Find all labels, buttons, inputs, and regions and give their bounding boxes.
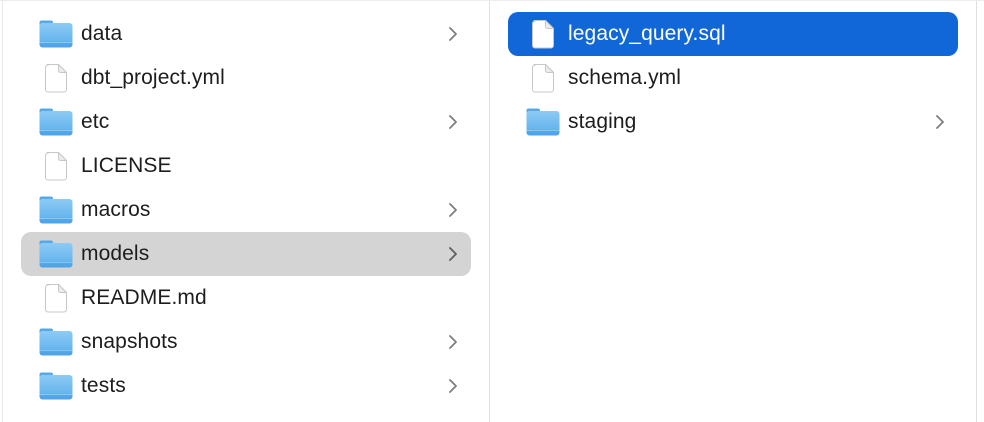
folder-icon [39,20,72,48]
folder-icon [39,240,72,268]
icon-slot [524,63,561,93]
file-name-label: macros [81,198,151,221]
icon-slot [37,328,74,356]
icon-slot [37,108,74,136]
folder-row[interactable]: staging [508,100,958,144]
folder-icon [526,108,559,136]
file-name-label: dbt_project.yml [81,66,225,89]
icon-slot [524,108,561,136]
file-name-label: etc [81,110,110,133]
file-name-label: models [81,242,150,265]
icon-slot [37,283,74,313]
chevron-right-icon [447,201,459,219]
folder-icon [39,196,72,224]
folder-row[interactable]: tests [21,364,471,408]
icon-slot [37,196,74,224]
icon-slot [37,63,74,93]
document-icon [532,19,554,48]
folder-row[interactable]: snapshots [21,320,471,364]
file-row[interactable]: LICENSE [21,144,471,188]
folder-row[interactable]: models [21,232,471,276]
file-row[interactable]: dbt_project.yml [21,56,471,100]
document-icon [45,283,67,312]
icon-slot [37,372,74,400]
file-name-label: legacy_query.sql [568,22,726,45]
folder-icon [39,328,72,356]
finder-column-left: data dbt_project.yml etc LICENSE [3,1,490,422]
document-icon [532,63,554,92]
folder-icon [39,108,72,136]
folder-row[interactable]: data [21,12,471,56]
folder-row[interactable]: macros [21,188,471,232]
file-name-label: data [81,22,123,45]
folder-icon [39,372,72,400]
document-icon [45,151,67,180]
finder-column-right: legacy_query.sql schema.yml staging [490,1,977,422]
file-name-label: README.md [81,286,207,309]
document-icon [45,63,67,92]
file-name-label: snapshots [81,330,178,353]
file-name-label: schema.yml [568,66,682,89]
icon-slot [524,19,561,49]
file-name-label: staging [568,110,637,133]
file-row[interactable]: legacy_query.sql [508,12,958,56]
file-name-label: LICENSE [81,154,172,177]
window-left-edge [2,1,3,422]
file-name-label: tests [81,374,126,397]
icon-slot [37,151,74,181]
file-row[interactable]: README.md [21,276,471,320]
chevron-right-icon [447,25,459,43]
chevron-right-icon [934,113,946,131]
icon-slot [37,240,74,268]
file-row[interactable]: schema.yml [508,56,958,100]
folder-row[interactable]: etc [21,100,471,144]
chevron-right-icon [447,333,459,351]
chevron-right-icon [447,245,459,263]
chevron-right-icon [447,377,459,395]
icon-slot [37,20,74,48]
chevron-right-icon [447,113,459,131]
